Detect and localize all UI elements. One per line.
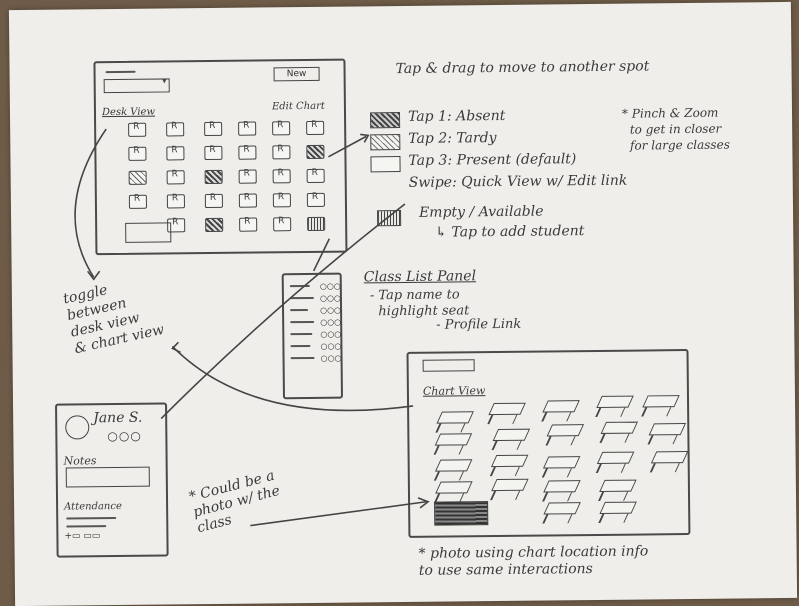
sketch-arrows: [74, 128, 430, 527]
arrow-chart-to-toggle: [171, 345, 414, 412]
arrowhead: [417, 497, 430, 509]
arrowhead: [171, 341, 181, 354]
arrow-desk-to-legend: [328, 135, 367, 158]
arrowhead: [360, 133, 370, 143]
arrow-note-to-photo: [250, 500, 427, 527]
sketch-paper: ▾ New Desk View Edit Chart: [8, 1, 798, 606]
arrowhead: [87, 270, 101, 281]
arrow-desk-to-toggle: [74, 128, 107, 278]
arrow-card-to-swipe: [160, 203, 406, 420]
arrow-list-to-desk: [312, 238, 331, 272]
